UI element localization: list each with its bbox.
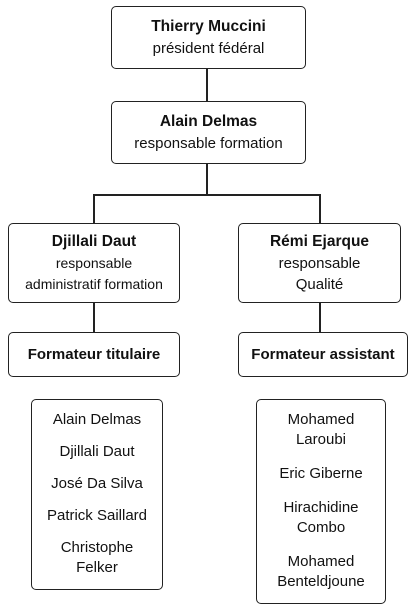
connector-manager-down — [206, 164, 208, 195]
connector-horizontal — [93, 194, 320, 196]
connector-president-manager — [206, 68, 208, 102]
formateur-assistant-label: Formateur assistant — [251, 346, 395, 363]
list-item: Alain Delmas — [52, 411, 142, 428]
admin-manager-box: Djillali Daut responsable administratif … — [8, 223, 180, 303]
formation-manager-box: Alain Delmas responsable formation — [111, 101, 306, 164]
list-item: Hirachidine Combo — [283, 499, 359, 536]
quality-manager-name: Rémi Ejarque — [269, 233, 370, 250]
connector-left-down — [93, 194, 95, 224]
admin-manager-name: Djillali Daut — [51, 233, 137, 250]
president-role: président fédéral — [152, 40, 265, 57]
quality-manager-role-line2: Qualité — [295, 276, 344, 293]
admin-manager-role-line2: administratif formation — [25, 276, 163, 292]
quality-manager-box: Rémi Ejarque responsable Qualité — [238, 223, 401, 303]
list-item: Mohamed Laroubi — [287, 411, 355, 448]
formation-manager-role: responsable formation — [134, 135, 283, 152]
list-item: José Da Silva — [51, 475, 143, 492]
list-item: Eric Giberne — [279, 465, 363, 482]
quality-manager-role-line1: responsable — [278, 255, 361, 272]
formateur-titulaire-label: Formateur titulaire — [27, 346, 161, 363]
formateur-assistant-box: Formateur assistant — [238, 332, 408, 377]
president-box: Thierry Muccini président fédéral — [111, 6, 306, 69]
connector-right-down — [319, 194, 321, 224]
president-name: Thierry Muccini — [151, 18, 266, 35]
admin-manager-role-line1: responsable — [55, 255, 133, 271]
formation-manager-name: Alain Delmas — [159, 113, 258, 130]
list-item: Mohamed Benteldjoune — [277, 553, 365, 590]
list-item: Djillali Daut — [59, 443, 135, 460]
formateur-titulaire-box: Formateur titulaire — [8, 332, 180, 377]
connector-admin-titulaire — [93, 302, 95, 333]
list-item: Patrick Saillard — [46, 507, 148, 524]
list-item: Christophe Felker — [60, 539, 134, 576]
connector-quality-assistant — [319, 302, 321, 333]
